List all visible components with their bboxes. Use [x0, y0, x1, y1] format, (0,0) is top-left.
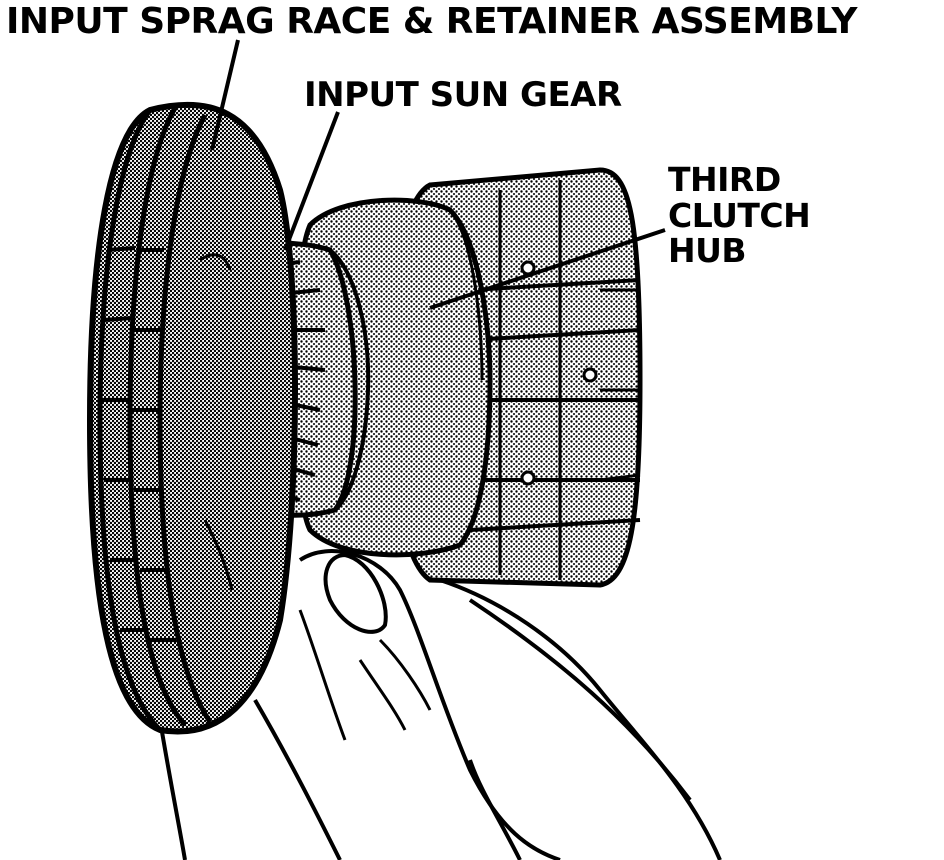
label-third-clutch-hub-line2: CLUTCH	[668, 195, 811, 235]
leader-lines	[210, 39, 666, 310]
label-third-clutch-hub-line1: THIRD	[668, 160, 781, 199]
label-third-clutch-hub: THIRD CLUTCH HUB	[668, 160, 811, 271]
sprag-race-retainer-drawing	[86, 101, 298, 735]
leader-line-sprag	[210, 39, 240, 151]
leader-line-third-clutch-hub	[429, 228, 666, 310]
hand-drawing	[158, 549, 722, 860]
label-third-clutch-hub-line3: HUB	[668, 231, 747, 271]
leader-line-sun-gear	[283, 111, 340, 251]
label-input-sun-gear: INPUT SUN GEAR	[304, 75, 622, 115]
label-input-sprag-race-retainer-assembly: INPUT SPRAG RACE & RETAINER ASSEMBLY	[6, 1, 857, 42]
